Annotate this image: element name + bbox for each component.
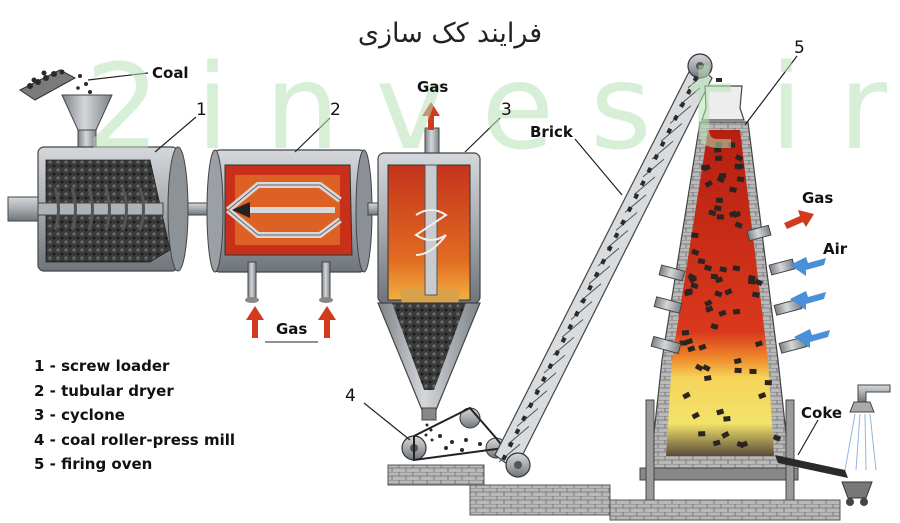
cyclone-spiral [414,209,448,256]
leader-1 [154,116,197,153]
label-gas-right: Gas [802,189,834,207]
screw-flights [53,187,145,231]
legend-item-screw-loader: 1 - screw loader [34,357,170,375]
hopper [61,94,113,131]
leader-brick [574,138,623,196]
leader-4 [363,402,411,441]
leader-lines [87,55,819,456]
firing-oven [609,85,891,521]
coke-chute [775,455,848,478]
water-shower [857,384,891,403]
oven-gas-arrow [784,210,814,229]
conveyor-base [469,484,611,516]
legend-item-tubular-dryer: 2 - tubular dryer [34,381,174,400]
label-gas-bottom: Gas [276,320,308,338]
legend-item-cyclone: 3 - cyclone [34,406,125,424]
water-spray [844,413,877,471]
leader-coke [797,419,819,456]
legend-item-roller-press-mill: 4 - coal roller-press mill [34,430,236,449]
leader-2 [294,117,331,153]
label-gas-top: Gas [417,78,449,96]
cyclone-gas-arrow [422,102,440,130]
number-4: 4 [345,386,356,406]
number-3: 3 [501,100,512,120]
legend-item-firing-oven: 5 - firing oven [34,455,153,473]
legend: 1 - screw loader 2 - tubular dryer 3 - c… [34,354,235,477]
label-coal: Coal [152,64,189,82]
roller-press-mill [387,406,507,486]
leader-5 [744,55,798,126]
leader-coal [87,72,149,81]
air-arrows [790,257,830,348]
number-1: 1 [196,100,207,120]
brick-conveyor [494,53,729,478]
drive-shaft [7,196,39,222]
tubular-dryer [206,149,419,303]
label-air: Air [823,240,848,258]
label-brick: Brick [530,123,573,141]
label-coke: Coke [801,404,843,422]
leader-3 [464,117,501,153]
cyclone [377,127,481,442]
coke-cart [841,481,873,499]
coal-chute [19,69,92,101]
diagram-title: فرایند کک سازی [357,18,543,49]
screw-loader [7,69,219,272]
number-2: 2 [330,100,341,120]
gas-inlet-arrows [246,306,336,343]
number-5: 5 [794,38,805,58]
